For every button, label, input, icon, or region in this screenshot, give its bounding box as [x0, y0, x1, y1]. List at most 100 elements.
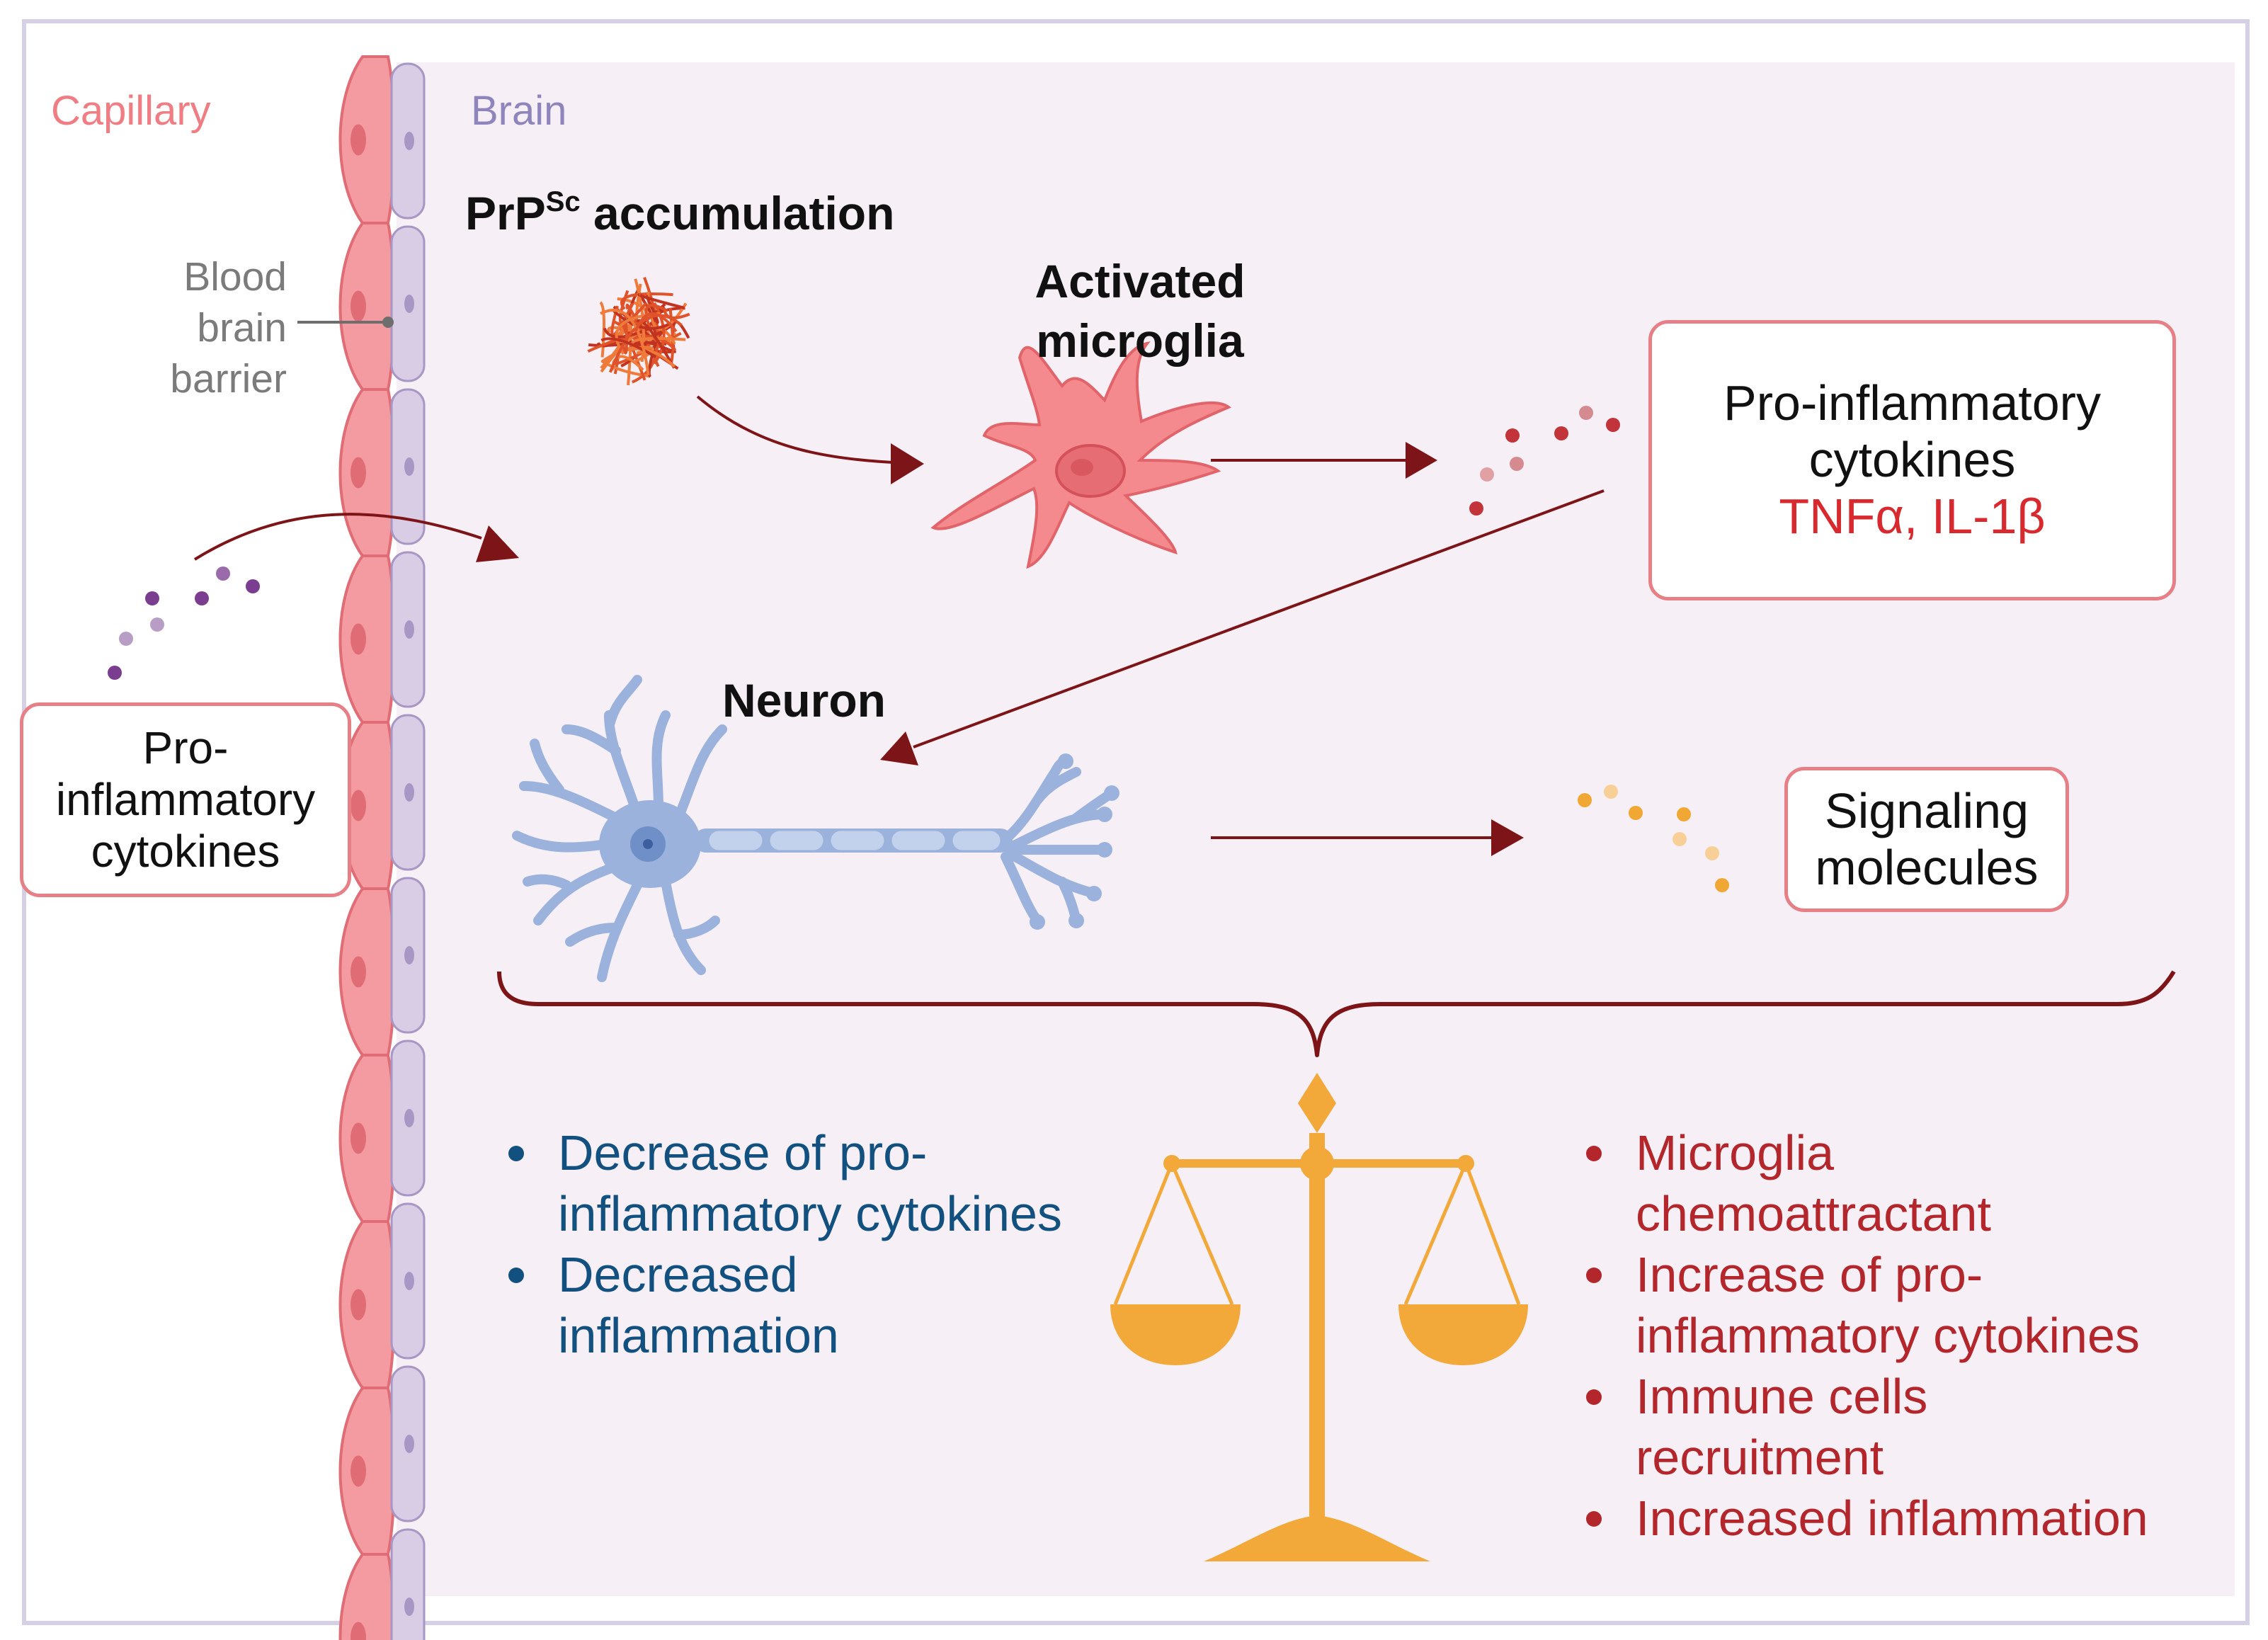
cytokine-dots-left: [108, 566, 260, 680]
prpsc-rest: accumulation: [580, 187, 895, 239]
brain-cell-nucleus: [404, 1598, 414, 1616]
endothelial-cell: [338, 887, 396, 1057]
brain-cell-layer: [390, 62, 426, 1640]
pro-inflammatory-cytokines-box-left: Pro- inflammatory cytokines: [20, 702, 351, 897]
list-item-line: recruitment: [1636, 1430, 1884, 1485]
brain-cell-nucleus: [404, 1272, 414, 1290]
neuron-body: [599, 753, 1119, 930]
brain-cell-nucleus: [404, 620, 414, 639]
microglia-label-line-1: Activated: [1035, 255, 1246, 307]
endothelial-cell: [338, 1220, 396, 1389]
cytokine-dots-right: [1469, 406, 1620, 516]
list-item: Decrease of pro- inflammatory cytokines: [496, 1122, 1062, 1244]
pro-inflammatory-cytokines-box: Pro-inflammatory cytokines TNFα, IL-1β: [1648, 320, 2176, 600]
list-item-line: Decrease of pro-: [558, 1125, 928, 1180]
tnf-il1-label: TNFα, IL-1β: [1779, 488, 2046, 544]
brain-cell-nucleus: [404, 1435, 414, 1453]
aggregate-fibril: [603, 327, 649, 338]
aggregate-fibril: [622, 321, 628, 355]
aggregate-fibril: [600, 337, 657, 358]
brain-cell-nucleus: [404, 946, 414, 964]
bbb-label: Blood brain barrier: [127, 251, 287, 404]
capillary-label: Capillary: [51, 88, 211, 134]
brain-cell-nucleus: [404, 1109, 414, 1127]
aggregate-fibril: [608, 314, 683, 373]
cytokine-box-left-line-3: cytokines: [91, 825, 280, 877]
endothelial-nucleus: [351, 956, 366, 988]
bbb-label-line-3: barrier: [170, 356, 287, 402]
list-item: Increase of pro- inflammatory cytokines: [1573, 1244, 2148, 1366]
prpsc-superscript: Sc: [545, 186, 581, 217]
endothelial-nucleus: [351, 1122, 366, 1154]
aggregate-fibril: [634, 312, 678, 333]
list-item-line: inflammatory cytokines: [558, 1186, 1062, 1241]
aggregate-fibril: [600, 309, 650, 376]
bbb-label-line-1: Blood: [183, 254, 287, 300]
list-item: Microglia chemoattractant: [1573, 1122, 2148, 1244]
list-item-line: Increase of pro-: [1636, 1247, 1983, 1302]
aggregate-fibril: [612, 309, 671, 330]
signaling-line-1: Signaling: [1825, 782, 2029, 838]
list-item-line: inflammation: [558, 1308, 839, 1363]
brain-label: Brain: [471, 88, 567, 134]
endothelial-nucleus: [351, 623, 366, 655]
cytokine-box-left-line-2: inflammatory: [55, 774, 316, 826]
brain-cell: [390, 1528, 426, 1640]
prpsc-aggregate-icon: [587, 277, 690, 386]
bbb-label-line-2: brain: [197, 305, 287, 351]
cytokine-box-left-line-1: Pro-: [142, 722, 229, 774]
endothelial-cell: [338, 554, 396, 724]
arrowhead-capillary-to-brain: [476, 525, 519, 562]
arrowhead-microglia-to-cytokines: [1406, 442, 1437, 479]
arrowhead-cytokines-to-neuron: [880, 731, 918, 765]
endothelial-nucleus: [351, 1455, 366, 1487]
aggregate-fibril: [599, 301, 606, 358]
aggregate-fibril: [647, 341, 658, 378]
endothelial-cell: [338, 55, 396, 224]
arrow-prpsc-to-microglia: [696, 395, 921, 465]
endothelial-nucleus: [351, 124, 366, 156]
endothelial-cell: [338, 388, 396, 557]
endothelial-nucleus: [351, 1289, 366, 1321]
endothelial-cell: [338, 1386, 396, 1556]
list-item-line: chemoattractant: [1636, 1186, 1991, 1241]
endothelial-nucleus: [351, 290, 366, 322]
list-item-line: Increased inflammation: [1636, 1491, 2148, 1546]
anti-inflammatory-list: Decrease of pro- inflammatory cytokines …: [496, 1122, 1062, 1366]
aggregate-fibril: [653, 302, 666, 365]
endothelial-nucleus: [351, 457, 366, 489]
list-item: Immune cells recruitment: [1573, 1366, 2148, 1488]
aggregate-fibril: [630, 337, 686, 345]
list-item-line: inflammatory cytokines: [1636, 1308, 2140, 1363]
endothelial-nucleus: [351, 790, 366, 821]
cytokine-box-right-line-1: Pro-inflammatory: [1723, 375, 2101, 431]
aggregate-fibril: [637, 292, 685, 309]
endothelial-cell: [338, 222, 396, 391]
pro-inflammatory-list: Microglia chemoattractant Increase of pr…: [1573, 1122, 2148, 1549]
list-item-line: Microglia: [1636, 1125, 1835, 1180]
arrow-cytokines-to-neuron: [913, 489, 1605, 748]
list-item-line: Immune cells: [1636, 1369, 1928, 1424]
activated-microglia-label: Activated microglia: [991, 251, 1289, 370]
list-item: Increased inflammation: [1573, 1488, 2148, 1549]
signaling-molecules-box: Signaling molecules: [1784, 767, 2069, 912]
cytokine-box-right-line-2: cytokines: [1808, 432, 2016, 488]
balance-scale-icon: [1110, 1073, 1528, 1561]
endothelial-cell: [338, 1054, 396, 1223]
grouping-brace: [497, 970, 2176, 1057]
neuron-label: Neuron: [722, 674, 886, 727]
endothelial-nucleus: [351, 1622, 366, 1640]
signaling-dots: [1578, 785, 1729, 892]
bbb-pointer-dot: [382, 317, 394, 328]
list-item-line: Decreased: [558, 1247, 798, 1302]
aggregate-fibril: [587, 334, 677, 353]
brain-cell-nucleus: [404, 295, 414, 313]
arrow-capillary-to-brain: [193, 513, 482, 561]
brain-cell-nucleus: [404, 783, 414, 802]
microglia-icon: [930, 341, 1231, 569]
arrowhead-neuron-to-signaling: [1491, 819, 1524, 856]
brain-cell-nucleus: [404, 132, 414, 150]
prpsc-base: PrP: [465, 187, 546, 239]
arrowhead-prpsc-to-microglia: [891, 443, 924, 484]
